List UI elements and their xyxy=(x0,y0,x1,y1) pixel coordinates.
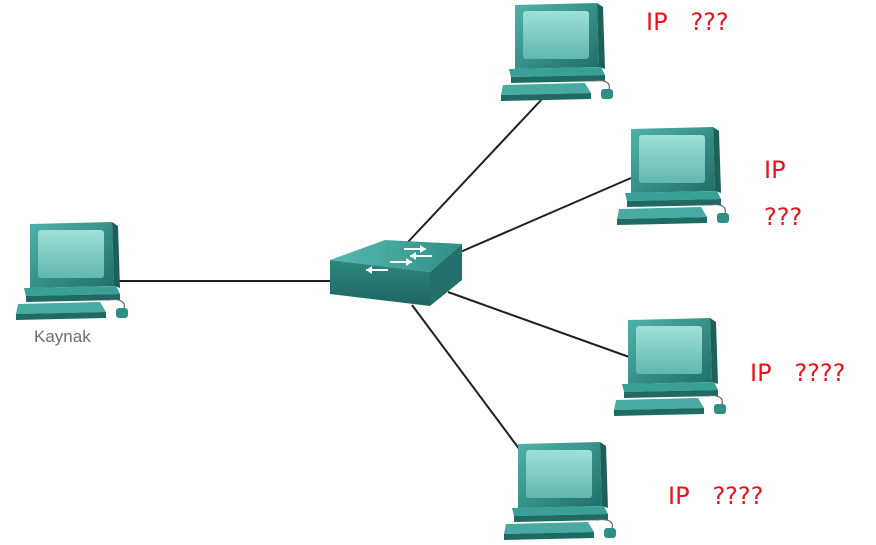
computer-1-icon xyxy=(500,2,614,102)
computer-2-icon xyxy=(616,126,730,226)
source-computer-icon xyxy=(15,221,129,321)
computer-3-icon xyxy=(613,317,727,417)
pc-3-ip-label: IP ???? xyxy=(750,359,845,387)
link-switch-pc-4 xyxy=(411,304,521,451)
link-switch-pc-1 xyxy=(407,97,544,243)
source-label: Kaynak xyxy=(34,327,91,346)
pc-4-ip-line1: IP ???? xyxy=(668,482,763,510)
link-switch-pc-3 xyxy=(447,291,633,359)
pc-3-ip-line1: IP ???? xyxy=(750,359,845,387)
pc-2-ip-line1: IP xyxy=(764,156,786,184)
pc-2-ip-line2: ??? xyxy=(764,203,802,231)
pc-1-ip-label: IP ??? xyxy=(646,8,729,36)
computer-4-icon xyxy=(503,441,617,541)
switch-icon xyxy=(330,240,462,306)
link-switch-pc-2 xyxy=(457,177,632,254)
pc-4-ip-label: IP ???? xyxy=(668,482,763,510)
pc-1-ip-line1: IP ??? xyxy=(646,8,729,36)
pc-2-ip-label: IP ??? xyxy=(764,156,802,231)
links xyxy=(112,97,633,451)
